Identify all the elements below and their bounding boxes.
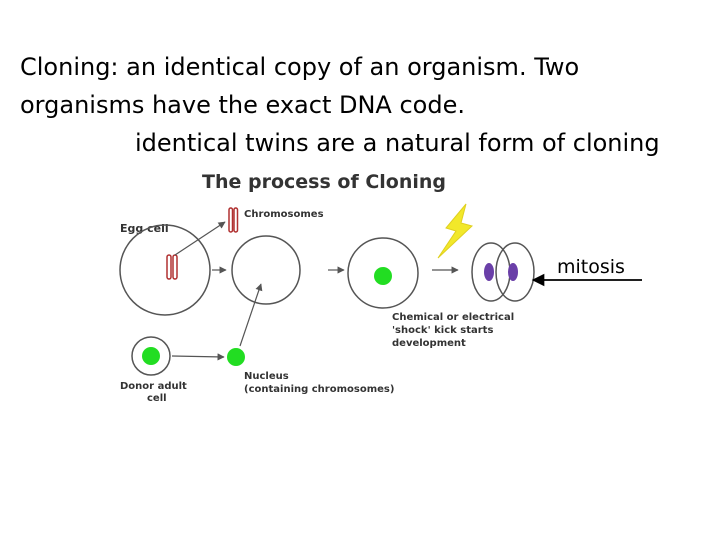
arrow-donor-to-nucleus (172, 356, 224, 357)
egg-chromosomes (167, 255, 177, 279)
shock-label-line-3: development (392, 338, 466, 349)
arrow-chromosomes-removed (175, 222, 225, 255)
fused-egg-nucleus (374, 267, 392, 285)
nucleus-label-line-2: (containing chromosomes) (244, 384, 394, 395)
donor-nucleus (142, 347, 160, 365)
diagram-title: The process of Cloning (202, 171, 446, 193)
lightning-bolt-icon (438, 204, 472, 258)
removed-chromosomes (229, 208, 238, 232)
chromosomes-label: Chromosomes (244, 209, 324, 220)
donor-label-line-1: Donor adult (120, 381, 187, 392)
nucleus-label-line-1: Nucleus (244, 371, 289, 382)
two-cell-embryo (472, 243, 534, 301)
extracted-nucleus (227, 348, 245, 366)
donor-label-line-2: cell (147, 393, 167, 404)
egg-cell-label: Egg cell (120, 222, 169, 235)
enucleated-egg (232, 236, 300, 304)
shock-label-line-2: 'shock' kick starts (392, 325, 493, 336)
shock-label-line-1: Chemical or electrical (392, 312, 514, 323)
egg-cell (120, 225, 210, 315)
arrow-nucleus-to-egg (240, 284, 261, 346)
mitosis-label: mitosis (557, 256, 625, 278)
